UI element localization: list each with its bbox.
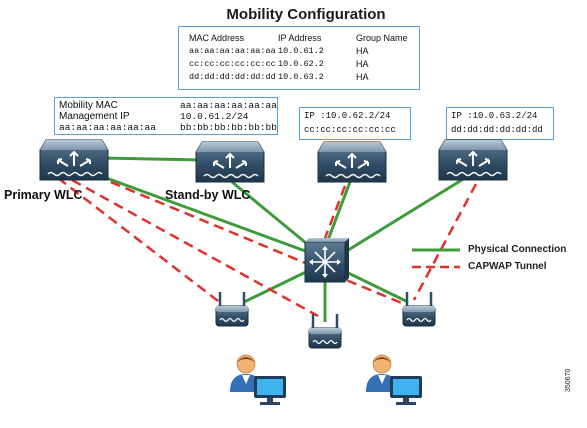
monitor-icon bbox=[254, 376, 286, 405]
physical-link-primary-standby bbox=[99, 156, 203, 162]
capwap-tunnel-wlc3-switch bbox=[320, 185, 347, 247]
capwap-tunnel-primary-ap1 bbox=[57, 177, 223, 305]
primary-mac-value: aa:aa:aa:aa:aa:aa bbox=[59, 122, 156, 133]
access-point-icon bbox=[307, 312, 343, 350]
access-point-icon bbox=[401, 290, 437, 328]
legend-physical-label: Physical Connection bbox=[468, 244, 567, 255]
table-header-mac: MAC Address bbox=[189, 33, 245, 43]
monitor-icon bbox=[390, 376, 422, 405]
table-cell-ip: 10.0.62.2 bbox=[278, 59, 324, 69]
wlc4-info-box: IP :10.0.63.2/24 dd:dd:dd:dd:dd:dd bbox=[446, 107, 554, 140]
wlc3-info-box: IP :10.0.62.2/24 cc:cc:cc:cc:cc:cc bbox=[299, 107, 411, 140]
management-ip-label: Management IP bbox=[59, 111, 130, 122]
primary-wlc-icon bbox=[39, 139, 109, 181]
mobility-mac-label: Mobility MAC bbox=[59, 100, 118, 111]
primary-wlc-label: Primary WLC bbox=[4, 188, 83, 202]
capwap-tunnel-wlc4-ap3 bbox=[412, 183, 478, 301]
core-switch-icon bbox=[304, 238, 349, 283]
ha-pair-info-box: Mobility MAC aa:aa:aa:aa:aa:aa Managemen… bbox=[54, 97, 278, 135]
figure-number: 350670 bbox=[565, 368, 572, 392]
standby-mac-value: bb:bb:bb:bb:bb:bb bbox=[180, 122, 277, 133]
table-cell-mac: aa:aa:aa:aa:aa:aa bbox=[189, 46, 276, 56]
table-cell-mac: cc:cc:cc:cc:cc:cc bbox=[189, 59, 276, 69]
physical-link-primary-switch bbox=[89, 170, 309, 254]
table-cell-group: HA bbox=[356, 46, 369, 56]
physical-link-standby-switch bbox=[231, 180, 313, 250]
table-cell-group: HA bbox=[356, 59, 369, 69]
wlc4-ip: IP :10.0.63.2/24 bbox=[451, 111, 538, 121]
physical-link-wlc3-switch bbox=[326, 181, 352, 241]
standby-wlc-label: Stand-by WLC bbox=[165, 188, 251, 202]
wlc3-mac: cc:cc:cc:cc:cc:cc bbox=[304, 125, 396, 135]
table-cell-ip: 10.0.63.2 bbox=[278, 72, 324, 82]
legend-capwap-label: CAPWAP Tunnel bbox=[468, 261, 547, 272]
physical-link-wlc4-switch bbox=[344, 176, 466, 254]
physical-link-ap3-switch bbox=[341, 268, 409, 304]
wlc3-ip: IP :10.0.62.2/24 bbox=[304, 111, 391, 121]
table-header-group: Group Name bbox=[356, 33, 408, 43]
mobility-mac-value: aa:aa:aa:aa:aa:aa bbox=[180, 100, 277, 111]
wlc4-icon bbox=[438, 139, 508, 181]
table-cell-group: HA bbox=[356, 72, 369, 82]
table-header-ip: IP Address bbox=[278, 33, 322, 43]
management-ip-value: 10.0.61.2/24 bbox=[180, 111, 249, 122]
physical-link-ap1-switch bbox=[243, 268, 311, 304]
mobility-config-table: MAC Address IP Address Group Name aa:aa:… bbox=[178, 26, 420, 90]
wlc4-mac: dd:dd:dd:dd:dd:dd bbox=[451, 125, 543, 135]
mobility-config-title: Mobility Configuration bbox=[226, 6, 386, 23]
capwap-tunnel-primary-ap3 bbox=[95, 174, 405, 306]
standby-wlc-icon bbox=[195, 141, 265, 183]
table-cell-mac: dd:dd:dd:dd:dd:dd bbox=[189, 72, 276, 82]
wlc3-icon bbox=[317, 141, 387, 183]
table-cell-ip: 10.0.61.2 bbox=[278, 46, 324, 56]
access-point-icon bbox=[214, 290, 250, 328]
